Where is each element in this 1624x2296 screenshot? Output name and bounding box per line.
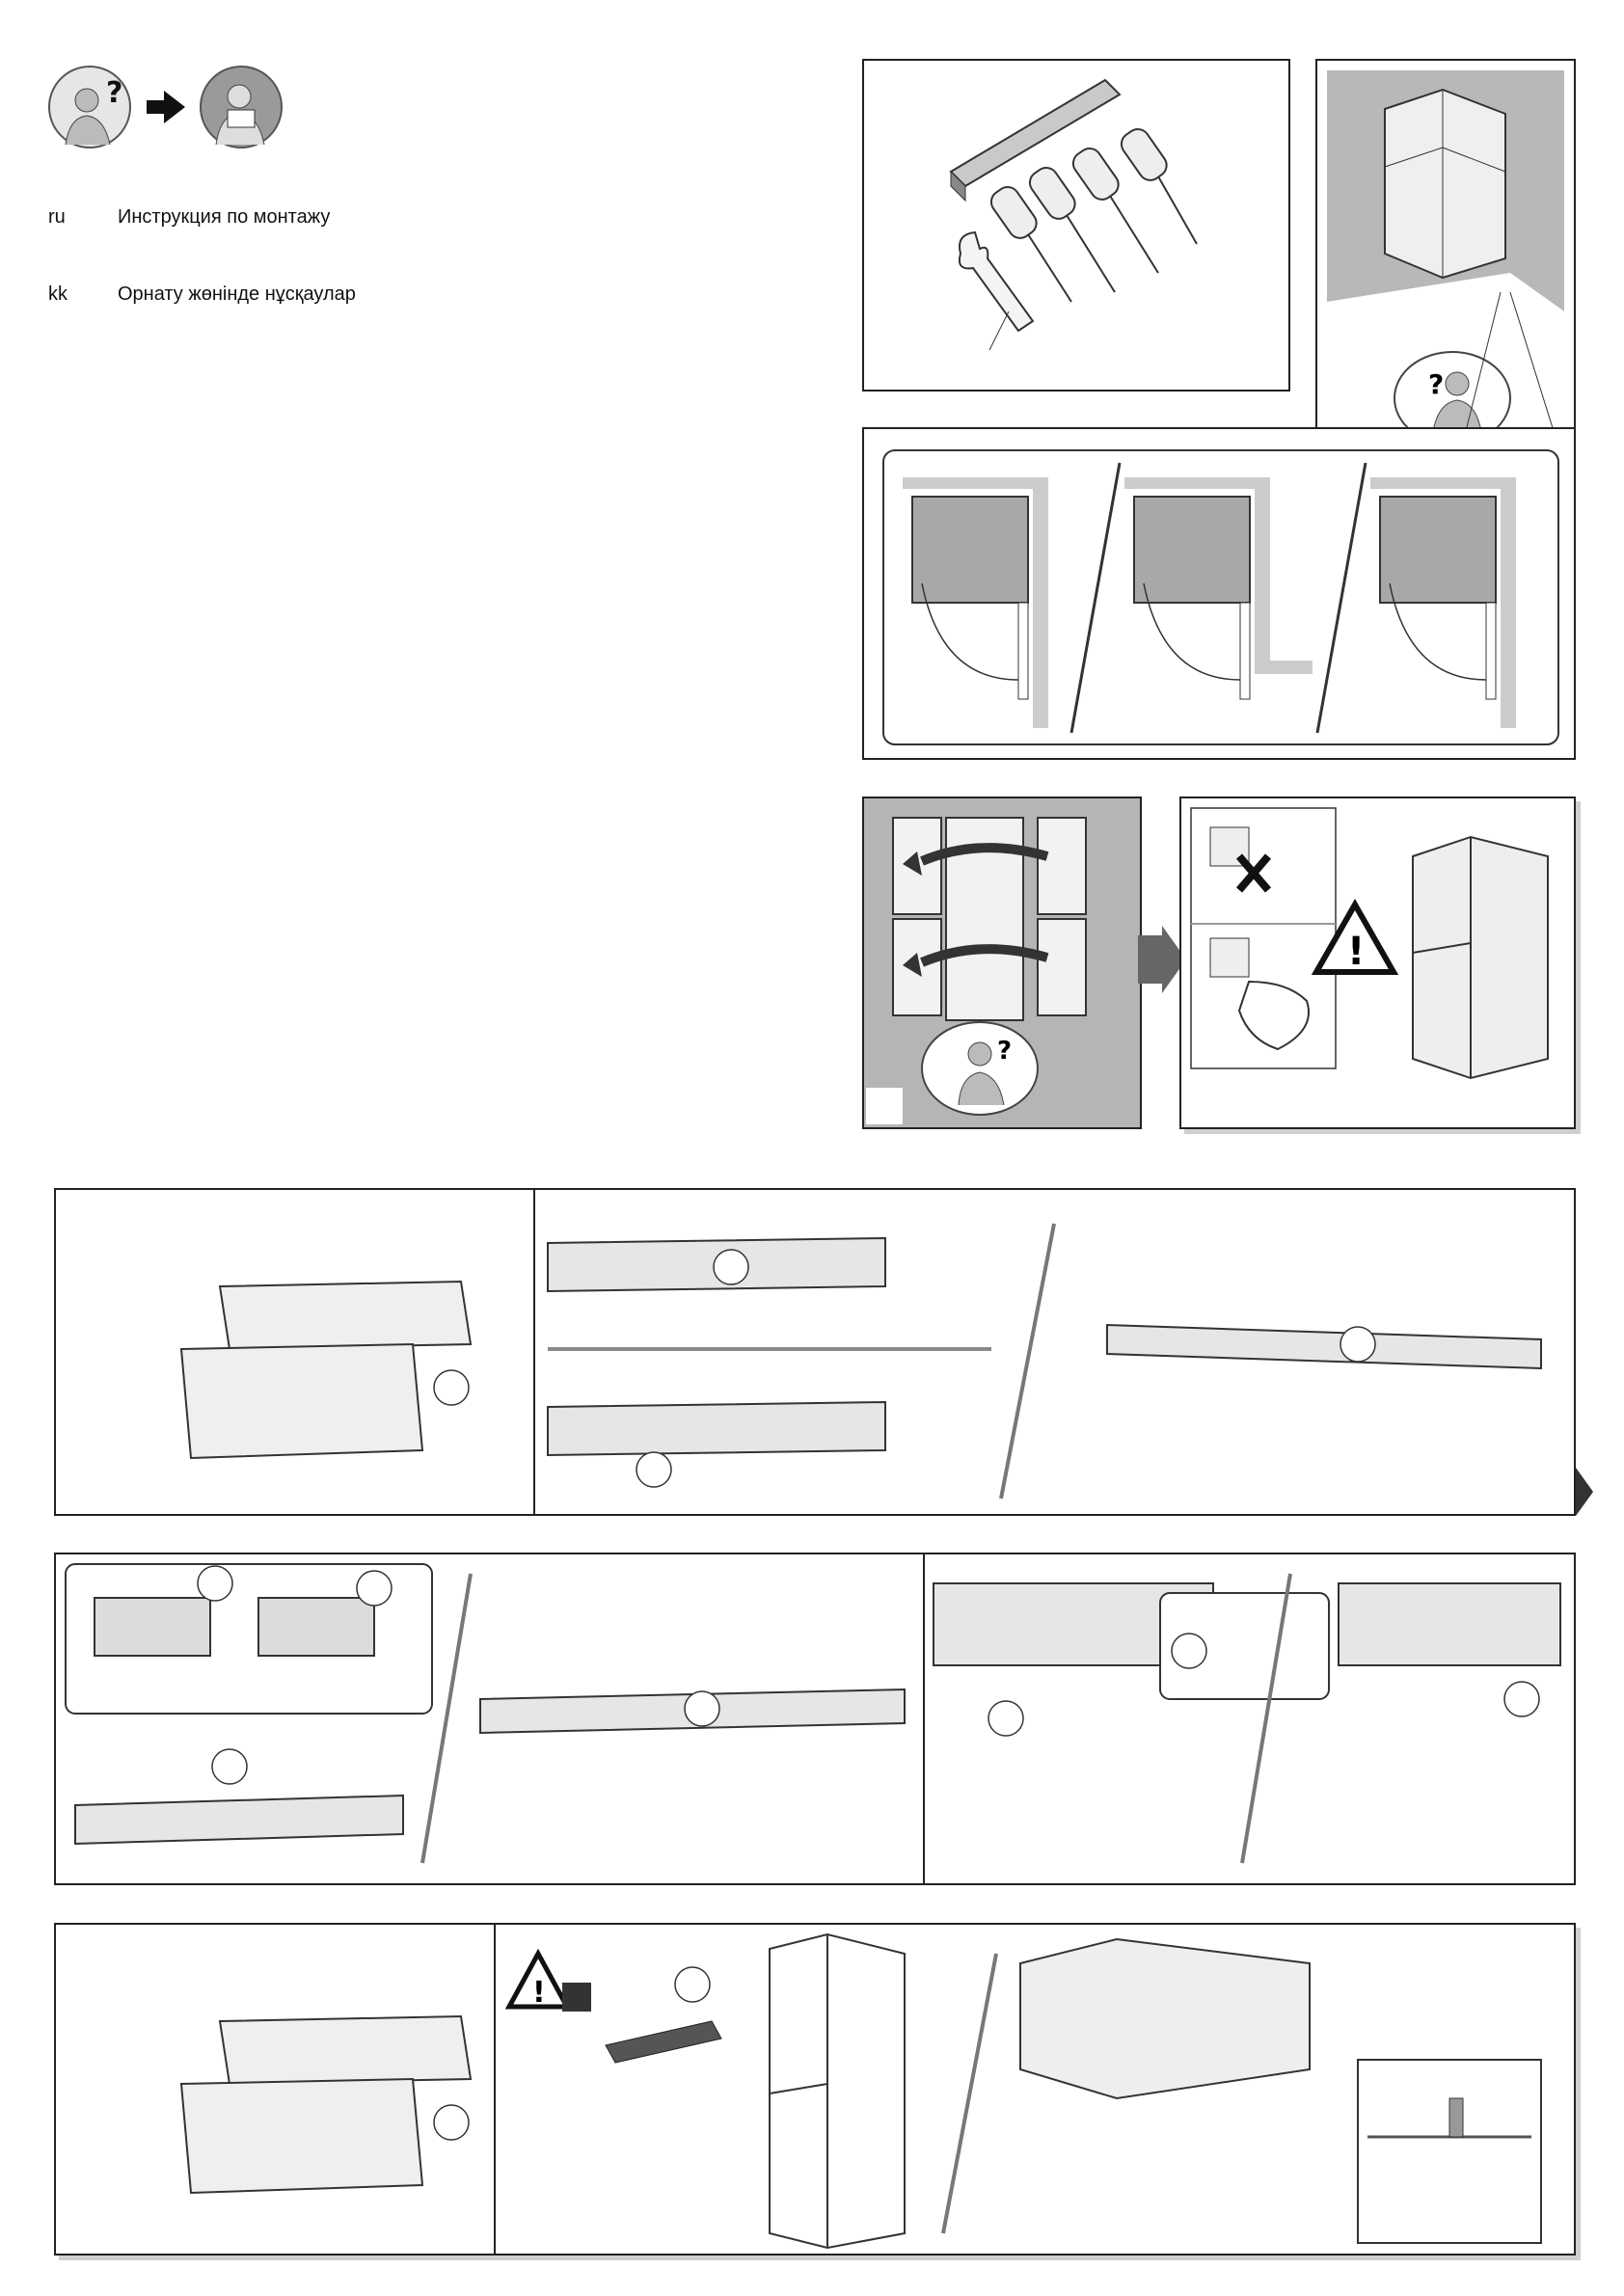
arrow-right-icon [1138, 926, 1186, 993]
hand-unplugging-illustration [1237, 980, 1310, 1051]
wooden-block-illustration [949, 78, 1122, 203]
warning-weight-icon: ! [504, 1948, 591, 2012]
fridge-illustration [769, 1932, 906, 2250]
wall-clearance-panel [862, 427, 1576, 760]
language-row-ru: ru Инструкция по монтажу [48, 206, 330, 229]
reinstall-and-levelling-panel: ! [54, 1923, 1576, 2255]
step-badge [684, 1690, 720, 1727]
reading-manual-icon [200, 66, 283, 149]
step-badge [433, 2104, 470, 2141]
door-swing-diagram-3 [1370, 477, 1516, 728]
svg-text:?: ? [106, 76, 122, 110]
arrow-right-icon [147, 91, 185, 123]
door-swing-diagram-1 [903, 477, 1048, 728]
fridge-placement-panel: ? [1315, 59, 1576, 464]
step-badge [433, 1369, 470, 1406]
language-code: kk [48, 284, 68, 305]
thinking-person-icon: ? [1394, 351, 1511, 446]
language-code: ru [48, 206, 66, 228]
step-badge [1171, 1633, 1207, 1669]
fridge-lying-illustration [1019, 1937, 1311, 2100]
drawers-illustration [179, 2014, 473, 2195]
language-label: Инструкция по монтажу [118, 206, 331, 228]
wooden-block-illustration [605, 2020, 722, 2064]
svg-text:!: ! [532, 1976, 546, 2010]
screwdriver-icon [989, 127, 1198, 303]
svg-text:!: ! [1347, 930, 1365, 974]
step-badge [356, 1570, 392, 1607]
header-icons: ? [48, 64, 289, 150]
step-badge [1340, 1326, 1376, 1363]
language-label: Орнату жөнінде нұсқаулар [118, 284, 356, 305]
wrench-icon [958, 230, 1035, 351]
step-badge [988, 1700, 1024, 1737]
shelf-rail-adjustment-panel [54, 1553, 1576, 1885]
svg-text:?: ? [1428, 368, 1444, 400]
svg-text:?: ? [997, 1037, 1012, 1066]
step-badge [636, 1451, 672, 1488]
warning-triangle-icon: ! [1311, 898, 1399, 975]
help-person-icon: ? [48, 66, 131, 149]
step-badge [1503, 1681, 1540, 1717]
drawers-illustration [179, 1280, 473, 1460]
tools-panel [862, 59, 1290, 392]
unplug-warning-panel: ! [1179, 797, 1576, 1129]
door-reversal-panel: ? [862, 797, 1142, 1129]
levelling-foot-icon [1448, 2097, 1464, 2138]
door-swing-diagram-2 [1124, 477, 1313, 700]
shelf-illustration [1106, 1323, 1542, 1370]
step-badge [674, 1966, 711, 2003]
step-badge [211, 1748, 248, 1785]
shelf-illustration [547, 1236, 886, 1457]
step-badge [197, 1565, 233, 1602]
prohibited-x-icon [1235, 853, 1272, 893]
thinking-person-icon: ? [921, 1021, 1039, 1116]
step-badge [713, 1249, 749, 1285]
fridge-illustration [1384, 88, 1506, 280]
reverse-arrow-icon [920, 843, 1049, 967]
fridge-illustration [1412, 835, 1549, 1080]
rail-detail-illustration [94, 1597, 375, 1657]
shelf-illustration [933, 1582, 1561, 1666]
shelf-illustration [74, 1794, 404, 1846]
language-row-kk: kk Орнату жөнінде нұсқаулар [48, 284, 356, 306]
next-arrow-icon [1576, 1468, 1595, 1516]
drawer-removal-panel [54, 1188, 1576, 1516]
